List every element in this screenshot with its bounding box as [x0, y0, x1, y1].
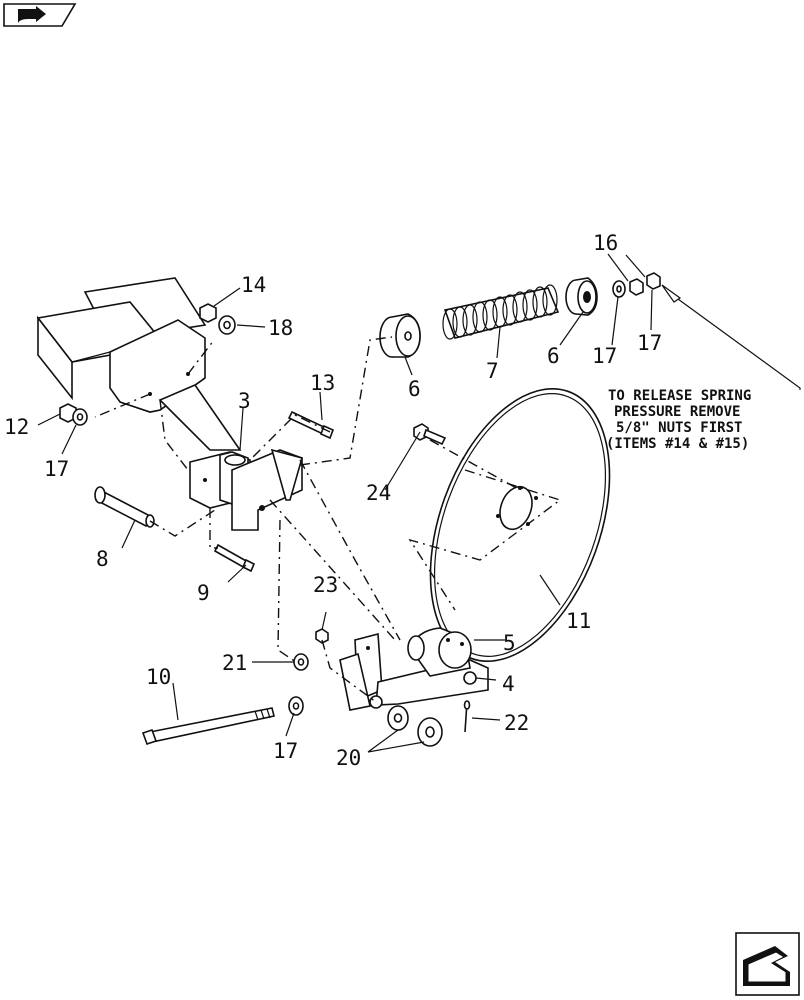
assembly-lines	[94, 336, 562, 703]
washer-17-top	[612, 280, 626, 298]
washer-21	[293, 653, 309, 671]
spring-release-note: TO RELEASE SPRING PRESSURE REMOVE 5/8" N…	[606, 388, 751, 452]
callout-3: 3	[238, 389, 251, 413]
washers-20	[387, 705, 443, 747]
callout-16: 14	[241, 273, 266, 297]
spring-cap-right	[565, 277, 598, 316]
callout-20: 20	[336, 746, 361, 770]
callout-22: 22	[504, 711, 529, 735]
nut-16	[199, 303, 217, 323]
leader-lines	[37, 253, 801, 753]
callout-5: 5	[503, 631, 516, 655]
callout-10: 9	[197, 581, 210, 605]
callout-18: 17	[44, 457, 69, 481]
nut-15	[646, 272, 661, 290]
book-arrow-icon[interactable]	[3, 3, 77, 27]
bolt-10	[213, 543, 256, 573]
pin	[94, 486, 155, 528]
spring-cap-left	[379, 313, 421, 358]
callout-6-right: 6	[547, 344, 560, 368]
note-line-4: (ITEMS #14 & #15)	[606, 436, 749, 452]
next-page-arrow-icon[interactable]	[735, 932, 800, 996]
washer-19	[218, 315, 236, 335]
washer-17-bottom	[288, 696, 304, 716]
callout-13: 12	[4, 415, 29, 439]
disc-blade	[429, 387, 611, 663]
callout-17-bottom: 17	[273, 739, 298, 763]
callout-17-top: 17	[592, 344, 617, 368]
note-line-2: PRESSURE REMOVE	[614, 404, 740, 420]
mounting-bracket	[36, 277, 242, 451]
note-line-1: TO RELEASE SPRING	[608, 388, 751, 404]
nut-14	[629, 278, 644, 296]
callout-24: 24	[366, 481, 391, 505]
callout-9: 8	[96, 547, 109, 571]
callout-11: 10	[146, 665, 171, 689]
part-callouts: 14 18 12 17 3 13 8 9 16 17 17 6 7 6 24 1…	[4, 231, 662, 770]
callout-14: 16	[593, 231, 618, 255]
compression-spring	[442, 284, 560, 340]
note-line-3: 5/8" NUTS FIRST	[616, 420, 742, 436]
hinge-bracket	[189, 448, 303, 531]
arm-and-hub	[339, 627, 489, 711]
callout-12: 13	[310, 371, 335, 395]
long-bolt-11	[141, 707, 275, 746]
callout-8: 11	[566, 609, 591, 633]
callout-21: 21	[222, 651, 247, 675]
callout-6-left: 6	[408, 377, 421, 401]
callout-4: 4	[502, 672, 515, 696]
bolt-12	[287, 410, 335, 440]
callout-23: 23	[313, 573, 338, 597]
washer-18	[72, 408, 88, 426]
cotter-pin-22	[463, 700, 471, 733]
callout-19: 18	[268, 316, 293, 340]
callout-7: 7	[486, 359, 499, 383]
callout-15: 17	[637, 331, 662, 355]
